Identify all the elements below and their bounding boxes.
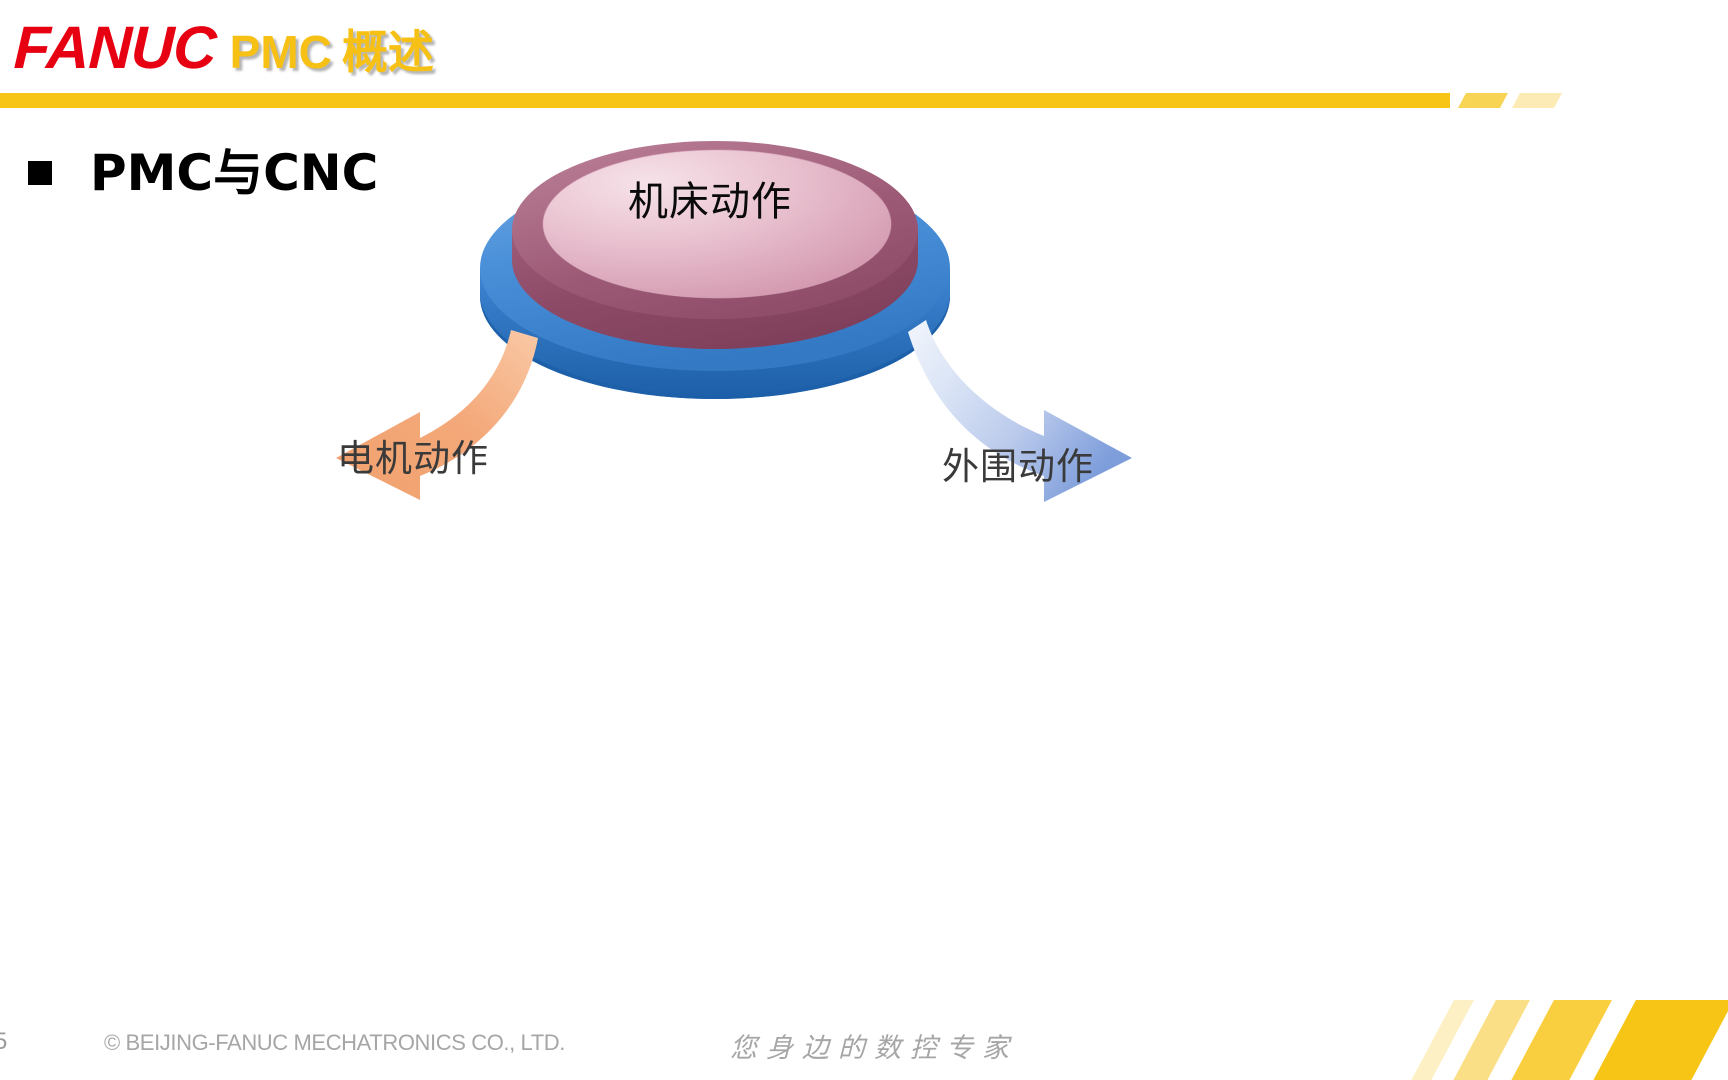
right-arrow-label: 外围动作	[942, 445, 1094, 488]
left-arrow-label: 电机动作	[337, 437, 489, 480]
bullet-item: PMC与CNC	[28, 148, 378, 198]
header-title-group: FANUC PMC 概述	[12, 14, 434, 81]
right-arrow	[908, 320, 1132, 502]
footer-corner-stripes	[1308, 1000, 1728, 1080]
diagram-svg	[336, 141, 1132, 502]
left-arrow	[336, 330, 538, 500]
square-bullet-icon	[28, 161, 52, 185]
disc-top-face	[543, 150, 891, 298]
header-title-cn: 概述	[341, 25, 434, 79]
header-rule-dash-1	[1458, 93, 1508, 108]
copyright-text: © BEIJING-FANUC MECHATRONICS CO., LTD.	[104, 1030, 566, 1055]
fanuc-logo: FANUC	[12, 14, 217, 81]
machine-action-diagram	[280, 120, 1200, 520]
header-title-latin: PMC	[229, 26, 332, 78]
header-rule	[0, 93, 1450, 108]
disc-top-layer	[542, 149, 892, 299]
header-rule-dash-2	[1512, 93, 1562, 108]
right-arrow-shape	[908, 320, 1132, 502]
tagline-text: 您身边的数控专家	[730, 1033, 1018, 1064]
left-arrow-shape	[336, 330, 538, 500]
header-rule-bar	[0, 93, 1450, 108]
slide-footer: 5 © BEIJING-FANUC MECHATRONICS CO., LTD.…	[0, 1018, 1728, 1080]
slide-header: FANUC PMC 概述	[0, 0, 1728, 110]
page-number: 5	[0, 1028, 8, 1055]
bullet-item-label: PMC与CNC	[90, 144, 379, 202]
disc-top-outline	[542, 149, 892, 299]
